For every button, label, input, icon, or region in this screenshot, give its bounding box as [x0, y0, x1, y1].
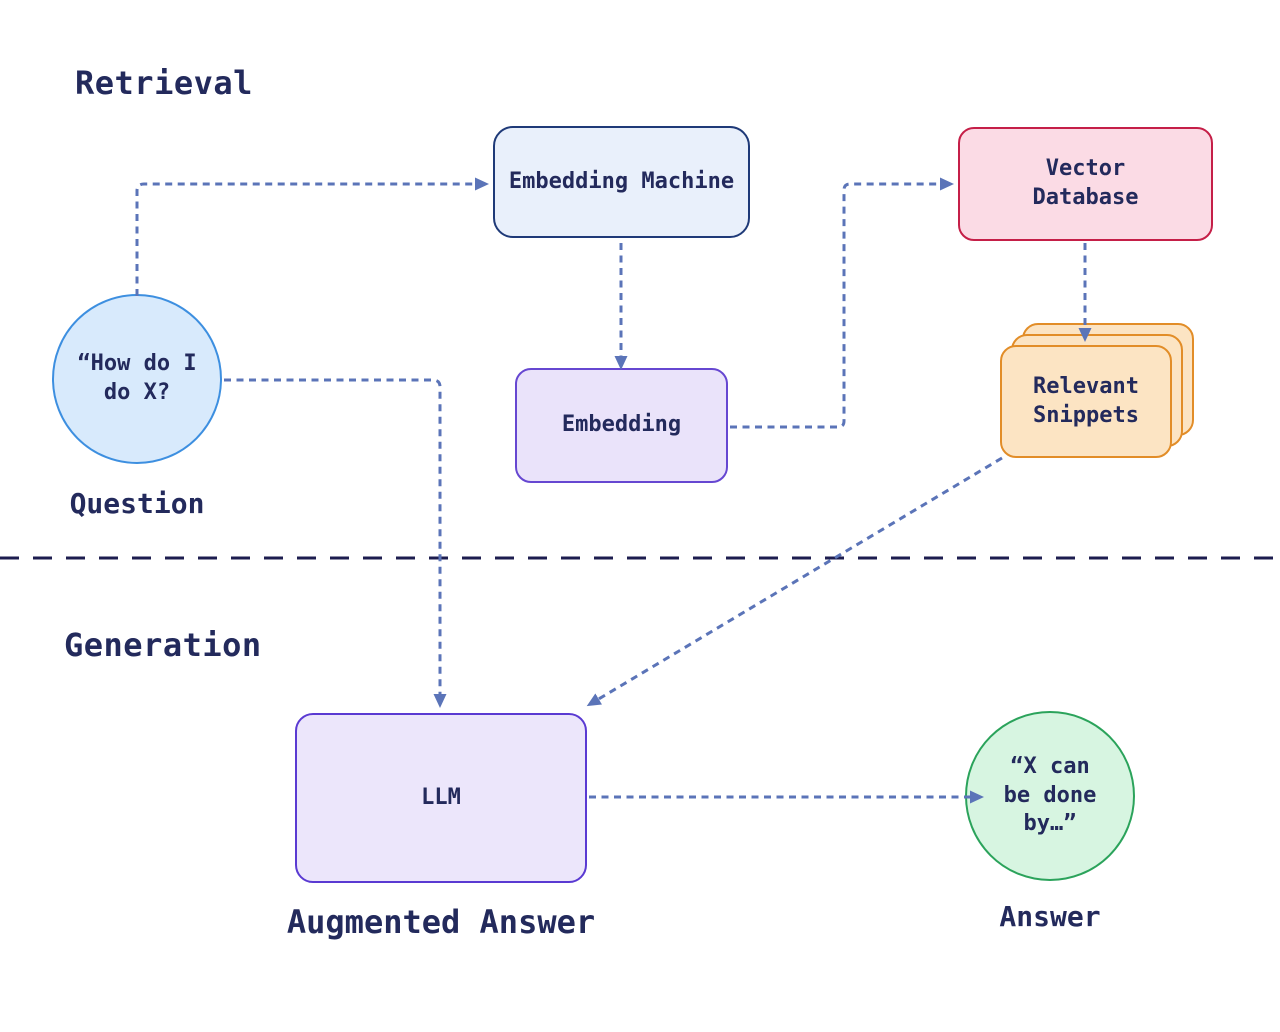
answer-node: “X can be done by…”	[965, 711, 1135, 881]
embedding-machine-node: Embedding Machine	[493, 126, 750, 238]
question-node: “How do I do X?	[52, 294, 222, 464]
augmented-answer-caption: Augmented Answer	[286, 903, 596, 941]
llm-node: LLM	[295, 713, 587, 883]
question-caption: Question	[69, 487, 205, 520]
answer-caption: Answer	[999, 900, 1101, 933]
arrow-embedding-to-vector-database	[730, 177, 954, 429]
embedding-node: Embedding	[515, 368, 728, 483]
arrow-relevant-snippets-to-llm	[586, 456, 1003, 707]
section-heading-retrieval: Retrieval	[75, 64, 253, 102]
relevant-snippets-node: Relevant Snippets	[1000, 345, 1172, 458]
vector-database-node: Vector Database	[958, 127, 1213, 241]
arrow-question-to-embedding-machine	[135, 177, 489, 296]
section-heading-generation: Generation	[64, 626, 262, 664]
